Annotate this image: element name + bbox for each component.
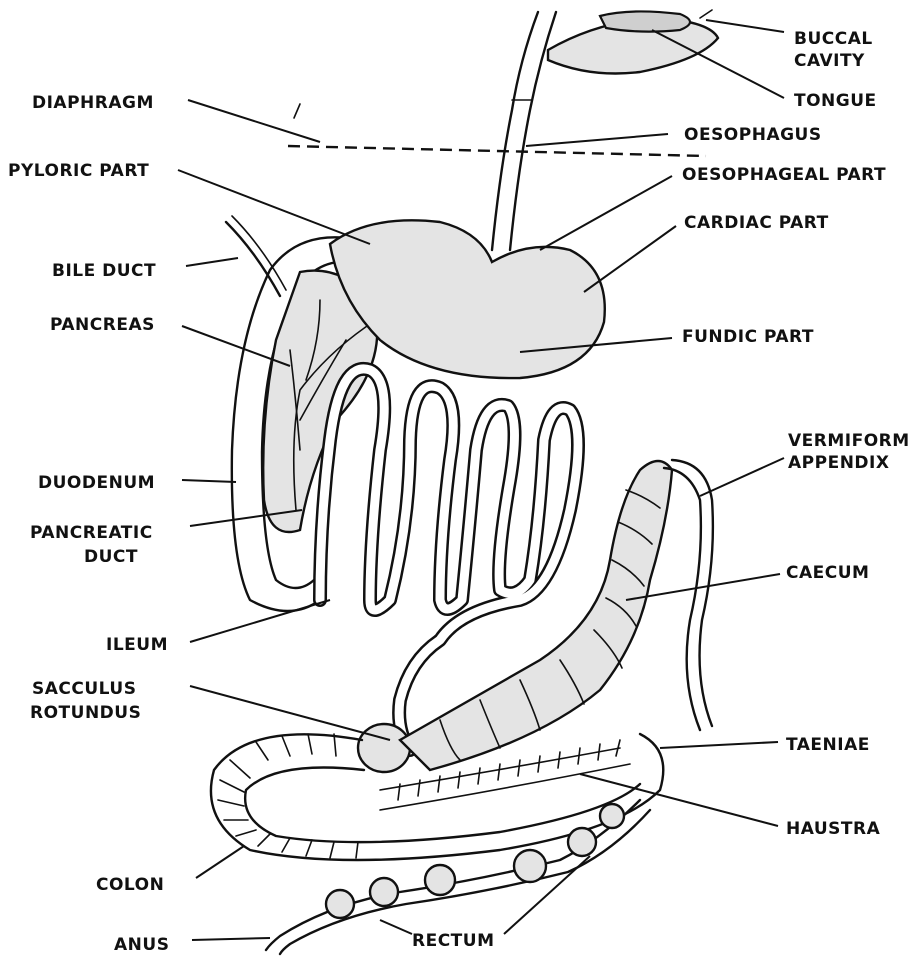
label-diaphragm: DIAPHRAGM — [32, 93, 154, 113]
label-oesophagus: OESOPHAGUS — [684, 125, 822, 145]
label-bile-duct: BILE DUCT — [52, 261, 156, 281]
vermiform-appendix — [664, 468, 701, 730]
label-ileum: ILEUM — [106, 635, 168, 655]
label-duodenum: DUODENUM — [38, 473, 155, 493]
label-vermiform-appendix-line2: APPENDIX — [788, 453, 889, 473]
buccal-cavity — [548, 10, 718, 74]
label-oesophageal-part: OESOPHAGEAL PART — [682, 165, 886, 185]
label-colon: COLON — [96, 875, 164, 895]
labels: BUCCAL CAVITY TONGUE DIAPHRAGM OESOPHAGU… — [8, 29, 910, 955]
oesophagus — [492, 12, 556, 250]
stray-mark — [294, 104, 300, 118]
sacculus-rotundus — [358, 724, 410, 772]
label-cardiac-part: CARDIAC PART — [684, 213, 829, 233]
diaphragm-line — [288, 146, 706, 156]
label-pancreatic-duct-line1: PANCREATIC — [30, 523, 153, 543]
label-pyloric-part: PYLORIC PART — [8, 161, 149, 181]
label-buccal-cavity-line2: CAVITY — [794, 51, 865, 71]
label-fundic-part: FUNDIC PART — [682, 327, 814, 347]
label-pancreatic-duct-line2: DUCT — [84, 547, 138, 567]
label-tongue: TONGUE — [794, 91, 877, 111]
label-pancreas: PANCREAS — [50, 315, 155, 335]
label-vermiform-appendix-line1: VERMIFORM — [788, 431, 910, 451]
label-sacculus-rotundus-line2: ROTUNDUS — [30, 703, 141, 723]
label-anus: ANUS — [114, 935, 169, 955]
label-buccal-cavity-line1: BUCCAL — [794, 29, 873, 49]
label-haustra: HAUSTRA — [786, 819, 881, 839]
label-caecum: CAECUM — [786, 563, 869, 583]
label-rectum: RECTUM — [412, 931, 495, 951]
label-sacculus-rotundus-line1: SACCULUS — [32, 679, 136, 699]
label-taeniae: TAENIAE — [786, 735, 870, 755]
